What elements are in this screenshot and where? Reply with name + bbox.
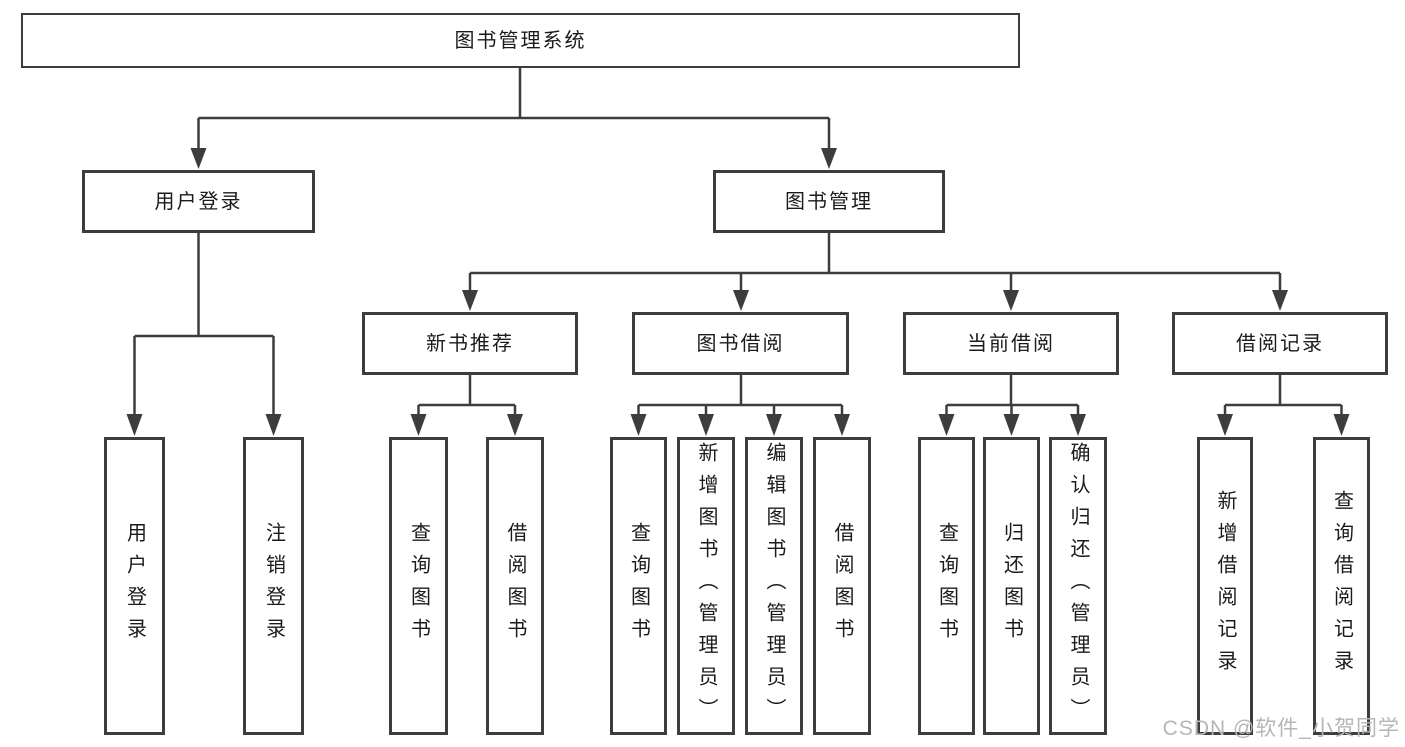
node-leaf-return-books: 归还图书 [983, 437, 1040, 735]
node-book-management: 图书管理 [713, 170, 945, 233]
node-leaf-add-borrow-record: 新增借阅记录 [1197, 437, 1253, 735]
node-book-management-system: 图书管理系统 [21, 13, 1020, 68]
node-leaf-edit-books-admin: 编辑图书（管理员） [745, 437, 803, 735]
connector-new-book-recommend [417, 375, 517, 416]
node-new-book-recommend: 新书推荐 [362, 312, 578, 375]
connector-new-book-recommend-arrowheads [410, 414, 523, 436]
node-leaf-borrow-books: 借阅图书 [813, 437, 871, 735]
connector-user-login [133, 233, 275, 416]
connector-book-management [468, 233, 1282, 293]
connector-root [197, 68, 831, 150]
node-leaf-query-books-current: 查询图书 [918, 437, 975, 735]
node-leaf-query-books-borrowing: 查询图书 [610, 437, 667, 735]
node-leaf-borrow-books-recommend: 借阅图书 [486, 437, 544, 735]
node-leaf-confirm-return-admin: 确认归还（管理员） [1049, 437, 1107, 735]
node-current-borrowing: 当前借阅 [903, 312, 1119, 375]
connector-book-management-arrowheads [462, 290, 1288, 311]
node-leaf-user-login: 用户登录 [104, 437, 165, 735]
node-user-login: 用户登录 [82, 170, 315, 233]
node-leaf-query-books-recommend: 查询图书 [389, 437, 448, 735]
connector-borrow-records-arrowheads [1217, 414, 1350, 436]
node-leaf-add-books-admin: 新增图书（管理员） [677, 437, 735, 735]
connector-current-borrowing [945, 375, 1080, 416]
connector-book-borrowing-arrowheads [630, 414, 850, 436]
node-leaf-query-borrow-record: 查询借阅记录 [1313, 437, 1370, 735]
connector-root-arrowheads [190, 148, 837, 169]
connector-book-borrowing [637, 375, 844, 416]
watermark-text: CSDN @软件_小贺同学 [1162, 717, 1400, 740]
node-leaf-logout: 注销登录 [243, 437, 304, 735]
connector-borrow-records [1223, 375, 1343, 416]
node-book-borrowing: 图书借阅 [632, 312, 849, 375]
node-borrow-records: 借阅记录 [1172, 312, 1388, 375]
connector-user-login-arrowheads [126, 414, 282, 436]
connector-current-borrowing-arrowheads [938, 414, 1086, 436]
